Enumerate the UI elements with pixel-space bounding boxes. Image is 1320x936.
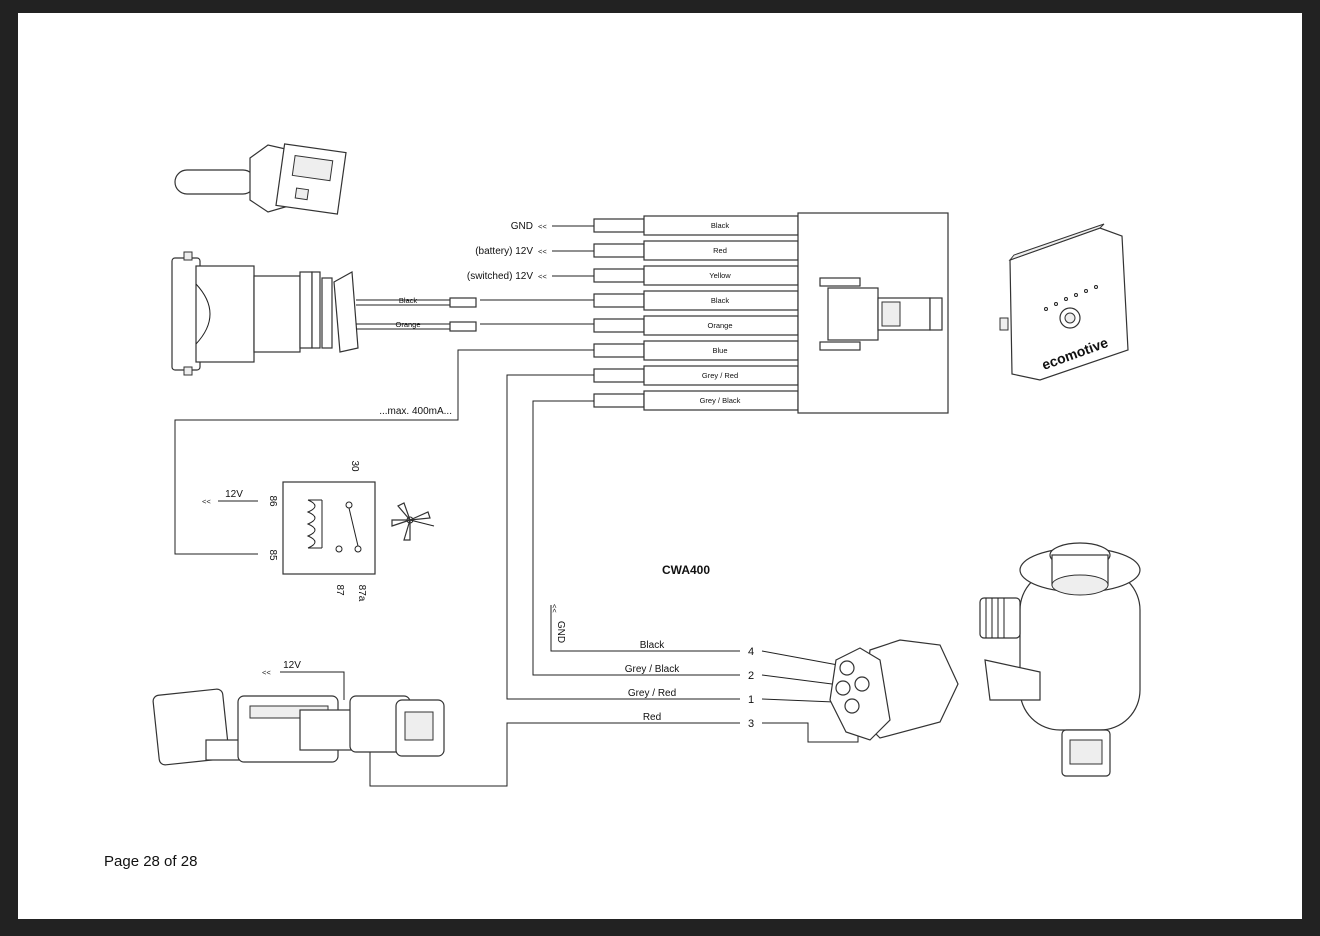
pump-pin-3: 3 <box>748 718 754 730</box>
wire-label-5: Orange <box>707 321 732 330</box>
relay-12v-label: 12V <box>225 489 243 500</box>
page-number: Page 28 of 28 <box>104 853 198 870</box>
relay-pin-87a: 87a <box>356 585 367 602</box>
pump-pin-4: 4 <box>748 646 754 658</box>
pump-wire-red: Red <box>643 712 661 723</box>
max-current-label: ...max. 400mA... <box>379 406 452 417</box>
sensor-connector-icon <box>171 251 477 376</box>
battery-arrow: << <box>538 247 547 256</box>
fan-icon <box>391 502 435 541</box>
temperature-sensor-icon <box>174 143 347 215</box>
connector-12v-label: 12V <box>283 660 301 671</box>
water-pump-icon <box>979 542 1141 777</box>
pump-pin-1: 1 <box>748 694 754 706</box>
relay-pin-86: 86 <box>267 495 278 507</box>
gnd-arrow: << <box>538 222 547 231</box>
connector-12v-arrow: << <box>262 668 271 677</box>
wire-label-6: Blue <box>712 346 727 355</box>
wire-terminals <box>593 215 799 411</box>
relay-icon <box>282 481 376 575</box>
pump-wire-grey-black: Grey / Black <box>625 664 680 675</box>
wire-label-8: Grey / Black <box>700 396 741 405</box>
pump-gnd-arrow: << <box>550 604 559 613</box>
harness-plug-icon <box>797 212 949 414</box>
relay-pin-85: 85 <box>267 549 278 561</box>
wire-label-4: Black <box>711 296 730 305</box>
switched-12v-label: (switched) 12V <box>467 271 533 282</box>
pump-wire-black: Black <box>640 640 665 651</box>
ecomotive-controller-icon <box>999 223 1129 381</box>
pump-gnd-label: GND <box>555 621 566 643</box>
pump-title: CWA400 <box>662 563 710 577</box>
sensor-wire-orange-label: Orange <box>395 320 420 329</box>
bottom-connector-icon <box>152 688 445 766</box>
pump-pin-2: 2 <box>748 670 754 682</box>
wire-label-1: Black <box>711 221 730 230</box>
sensor-wire-black-label: Black <box>399 296 418 305</box>
relay-pin-30: 30 <box>349 460 360 472</box>
switched-arrow: << <box>538 272 547 281</box>
wire-label-7: Grey / Red <box>702 371 738 380</box>
wire-label-2: Red <box>713 246 727 255</box>
relay-12v-arrow: << <box>202 497 211 506</box>
pump-wire-grey-red: Grey / Red <box>628 688 676 699</box>
gnd-label: GND <box>511 221 533 232</box>
battery-12v-label: (battery) 12V <box>475 246 533 257</box>
pump-plug-icon <box>829 639 959 741</box>
wire-label-3: Yellow <box>709 271 731 280</box>
relay-pin-87: 87 <box>334 584 345 596</box>
